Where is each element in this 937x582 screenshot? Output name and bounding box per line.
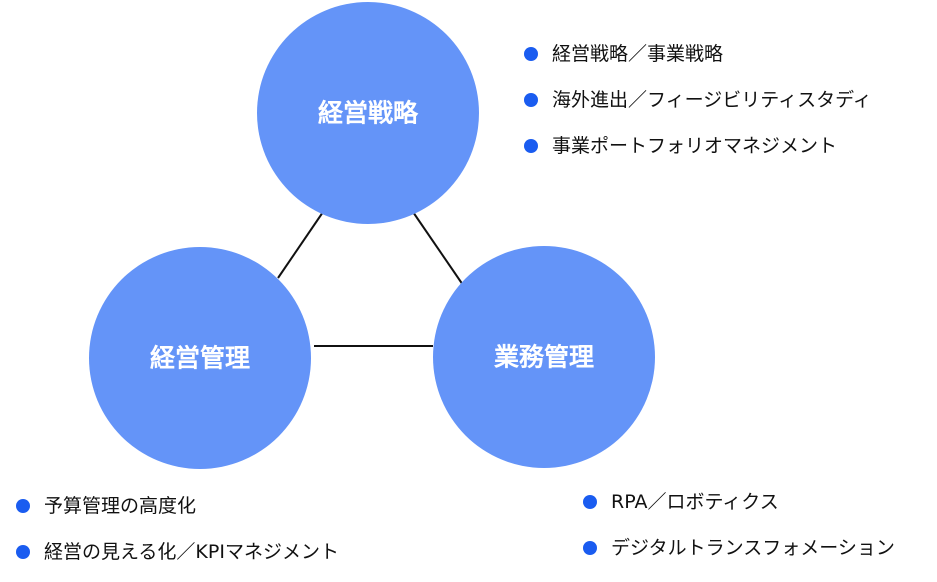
bullet-item: RPA／ロボティクス bbox=[583, 479, 895, 525]
connector-strategy-operations bbox=[412, 211, 464, 286]
bullet-item: 経営の見える化／KPIマネジメント bbox=[16, 529, 339, 575]
bullet-dot-icon bbox=[16, 545, 30, 559]
bullet-text: 予算管理の高度化 bbox=[44, 495, 197, 517]
bullet-text: 経営の見える化／KPIマネジメント bbox=[44, 541, 339, 563]
operations-bullet-list: RPA／ロボティクス デジタルトランスフォメーション bbox=[583, 479, 895, 571]
bullet-dot-icon bbox=[583, 541, 597, 555]
bullet-item: 予算管理の高度化 bbox=[16, 483, 339, 529]
bullet-text: 海外進出／フィージビリティスタディ bbox=[552, 89, 872, 111]
bullet-item: 海外進出／フィージビリティスタディ bbox=[524, 77, 872, 123]
management-bullet-list: 予算管理の高度化 経営の見える化／KPIマネジメント bbox=[16, 483, 339, 575]
bullet-item: 事業ポートフォリオマネジメント bbox=[524, 123, 872, 169]
bullet-dot-icon bbox=[16, 499, 30, 513]
bullet-text: RPA／ロボティクス bbox=[611, 491, 779, 513]
bullet-text: 経営戦略／事業戦略 bbox=[552, 43, 724, 65]
node-management-label: 経営管理 bbox=[150, 344, 250, 373]
bullet-dot-icon bbox=[524, 47, 538, 61]
bullet-item: 経営戦略／事業戦略 bbox=[524, 31, 872, 77]
bullet-item: デジタルトランスフォメーション bbox=[583, 525, 895, 571]
node-operations-circle bbox=[433, 246, 655, 468]
bullet-text: 事業ポートフォリオマネジメント bbox=[552, 135, 838, 157]
strategy-bullet-list: 経営戦略／事業戦略 海外進出／フィージビリティスタディ 事業ポートフォリオマネジ… bbox=[524, 31, 872, 169]
connector-strategy-management bbox=[277, 211, 324, 279]
node-strategy-circle bbox=[257, 2, 479, 224]
node-management-circle bbox=[89, 247, 311, 469]
node-operations-label: 業務管理 bbox=[494, 343, 594, 372]
node-strategy-label: 経営戦略 bbox=[318, 99, 419, 128]
bullet-dot-icon bbox=[583, 495, 597, 509]
bullet-dot-icon bbox=[524, 139, 538, 153]
bullet-text: デジタルトランスフォメーション bbox=[611, 537, 895, 559]
bullet-dot-icon bbox=[524, 93, 538, 107]
